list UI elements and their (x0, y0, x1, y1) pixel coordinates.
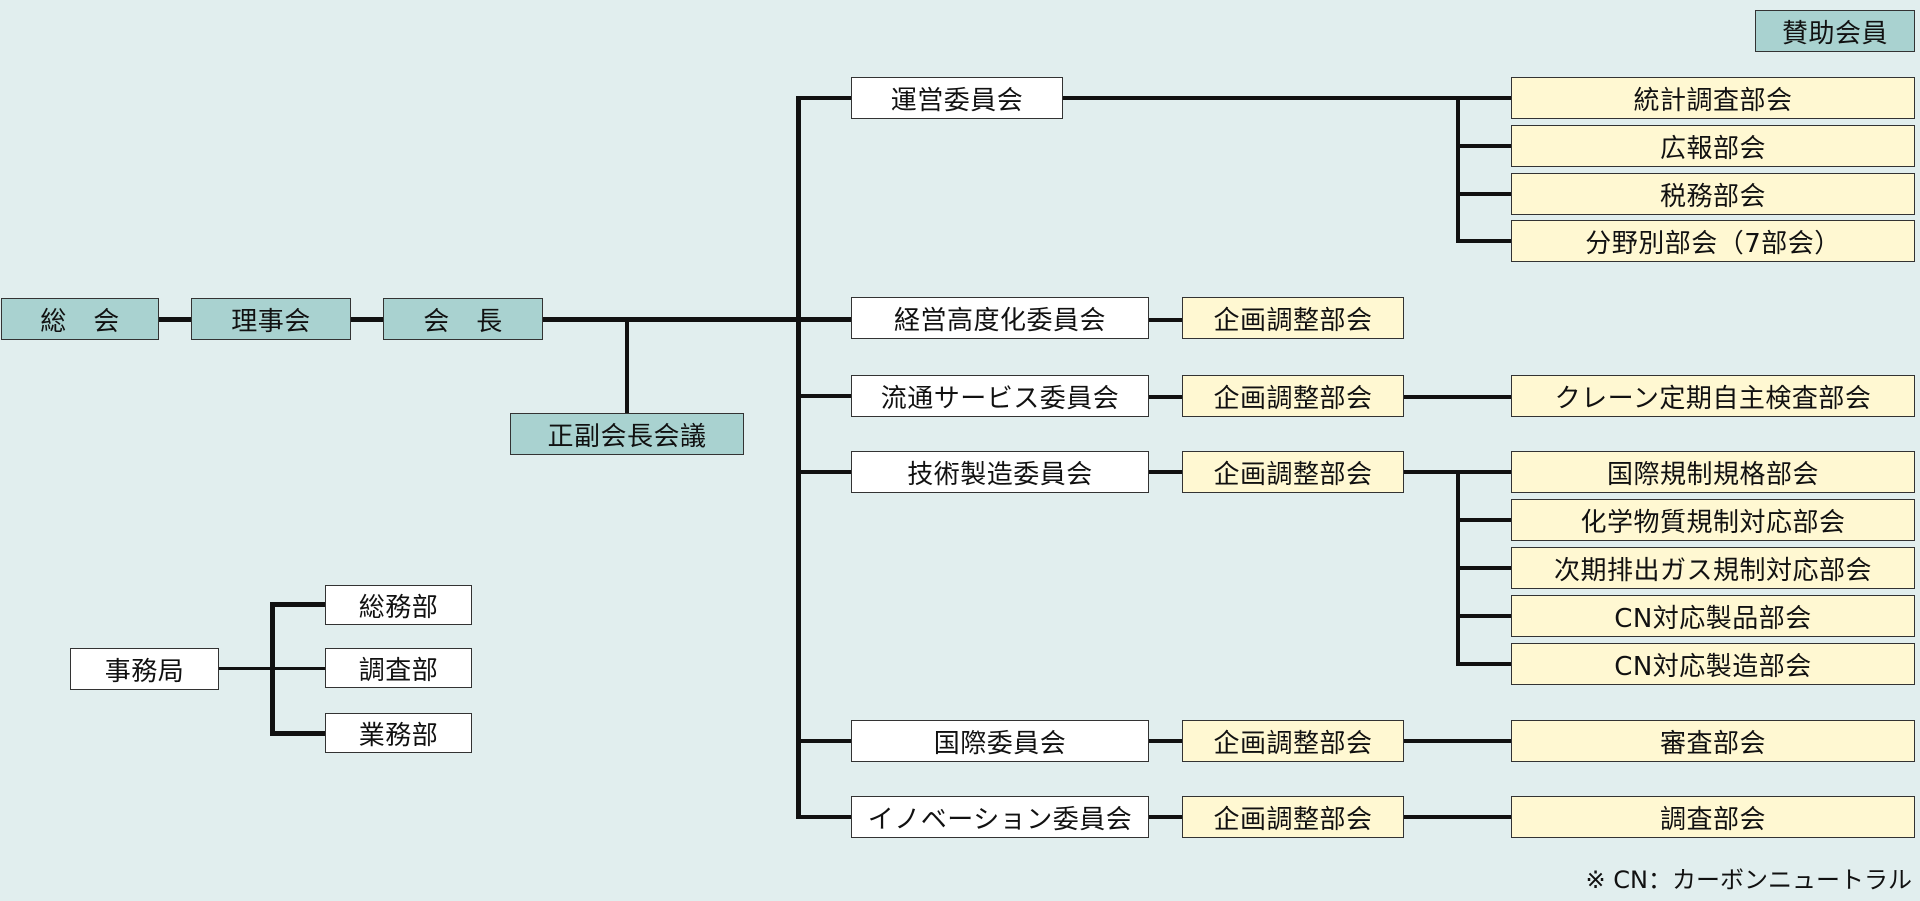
department-box: 調査部 (325, 648, 472, 688)
committee-ryutsu: 流通サービス委員会 (851, 375, 1149, 417)
planning-subcommittee-box: 企画調整部会 (1182, 796, 1404, 838)
connector-line (1456, 239, 1512, 243)
connector-line (1403, 739, 1512, 743)
connector-line (1456, 662, 1512, 666)
connector-line (1456, 96, 1460, 243)
subcommittee-box: 統計調査部会 (1511, 77, 1915, 119)
connector-line (625, 317, 629, 414)
subcommittee-box: CN対応製造部会 (1511, 643, 1915, 685)
planning-subcommittee-box: 企画調整部会 (1182, 720, 1404, 762)
connector-line (1456, 192, 1512, 196)
connector-line (1456, 614, 1512, 618)
department-box: 業務部 (325, 713, 472, 753)
connector-line (1148, 470, 1183, 474)
subcommittee-box: 国際規制規格部会 (1511, 451, 1915, 493)
supporting-members-box: 賛助会員 (1755, 10, 1915, 52)
subcommittee-box: 化学物質規制対応部会 (1511, 499, 1915, 541)
connector-line (1403, 395, 1512, 399)
committee-keiei: 経営高度化委員会 (851, 297, 1149, 339)
planning-subcommittee-box: 企画調整部会 (1182, 451, 1404, 493)
chairman-box: 会 長 (383, 298, 543, 340)
connector-line (1403, 815, 1512, 819)
committee-unei: 運営委員会 (851, 77, 1063, 119)
connector-line (796, 739, 852, 743)
connector-line (1148, 815, 1183, 819)
subcommittee-box: CN対応製品部会 (1511, 595, 1915, 637)
connector-line (1456, 566, 1512, 570)
committee-innovation: イノベーション委員会 (851, 796, 1149, 838)
connector-line (1062, 96, 1512, 100)
footnote: ※ CN：カーボンニュートラル (1585, 866, 1912, 894)
board-of-directors-box: 理事会 (191, 298, 351, 340)
connector-line (1148, 318, 1183, 322)
connector-line (1148, 739, 1183, 743)
connector-line (796, 96, 852, 100)
connector-line (350, 317, 384, 322)
subcommittee-box: 審査部会 (1511, 720, 1915, 762)
subcommittee-box: 調査部会 (1511, 796, 1915, 838)
connector-line (270, 602, 326, 607)
general-assembly-box: 総 会 (1, 298, 159, 340)
vice-chairman-meeting-box: 正副会長会議 (510, 413, 744, 455)
connector-line (796, 394, 852, 398)
connector-line (1148, 395, 1183, 399)
connector-line (270, 667, 326, 670)
connector-line (1456, 144, 1512, 148)
connector-line (796, 470, 852, 474)
connector-line (270, 731, 326, 736)
secretariat-box: 事務局 (70, 648, 219, 690)
connector-line (542, 317, 852, 322)
connector-line (796, 815, 852, 819)
committee-kokusai: 国際委員会 (851, 720, 1149, 762)
connector-line (1456, 518, 1512, 522)
subcommittee-box: 広報部会 (1511, 125, 1915, 167)
subcommittee-box: クレーン定期自主検査部会 (1511, 375, 1915, 417)
connector-line (796, 96, 801, 819)
connector-line (158, 317, 192, 322)
committee-gijutsu: 技術製造委員会 (851, 451, 1149, 493)
subcommittee-box: 次期排出ガス規制対応部会 (1511, 547, 1915, 589)
connector-line (218, 667, 273, 670)
subcommittee-box: 税務部会 (1511, 173, 1915, 215)
subcommittee-box: 分野別部会（7部会） (1511, 220, 1915, 262)
department-box: 総務部 (325, 585, 472, 625)
planning-subcommittee-box: 企画調整部会 (1182, 297, 1404, 339)
planning-subcommittee-box: 企画調整部会 (1182, 375, 1404, 417)
